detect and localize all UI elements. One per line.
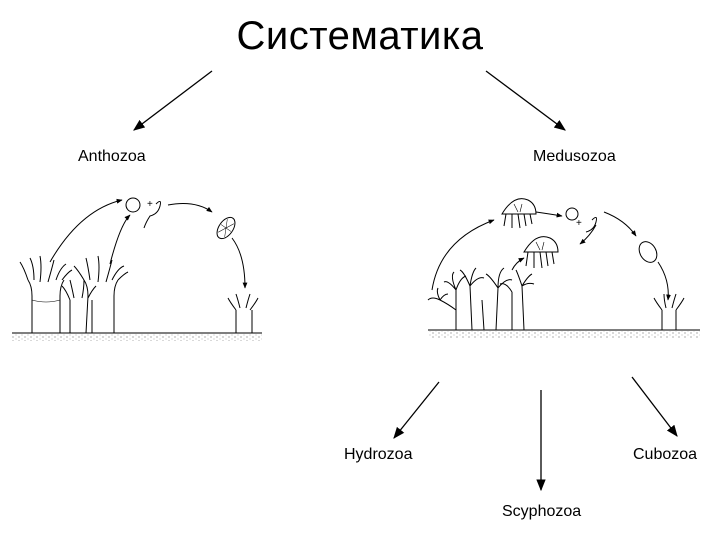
arrow-to-anthozoa [133,70,213,131]
medusa-icon [523,236,559,269]
taxon-label-scyphozoa: Scyphozoa [502,503,582,520]
arrow-to-hydrozoa [393,381,440,439]
gamete-plus-symbol: + [576,218,582,229]
gamete-plus-symbol: + [147,199,153,210]
taxon-label-anthozoa: Anthozoa [78,148,146,165]
hydroid-colony-icon [427,267,535,331]
polyp-icon [61,279,97,333]
diagram-title: Систематика [236,14,484,58]
polyp-icon [73,255,129,334]
taxon-label-cubozoa: Cubozoa [633,446,698,463]
anthozoa-life-cycle [12,197,262,341]
polyp-icon [653,293,685,330]
taxon-label-hydrozoa: Hydrozoa [344,446,413,463]
arrow-to-medusozoa [485,70,566,131]
polyp-icon [19,255,73,333]
arrow-to-cubozoa [631,376,678,437]
medusozoa-life-cycle [427,198,700,338]
polyp-icon [227,293,259,333]
medusa-icon [501,198,537,229]
taxon-label-medusozoa: Medusozoa [533,148,616,165]
